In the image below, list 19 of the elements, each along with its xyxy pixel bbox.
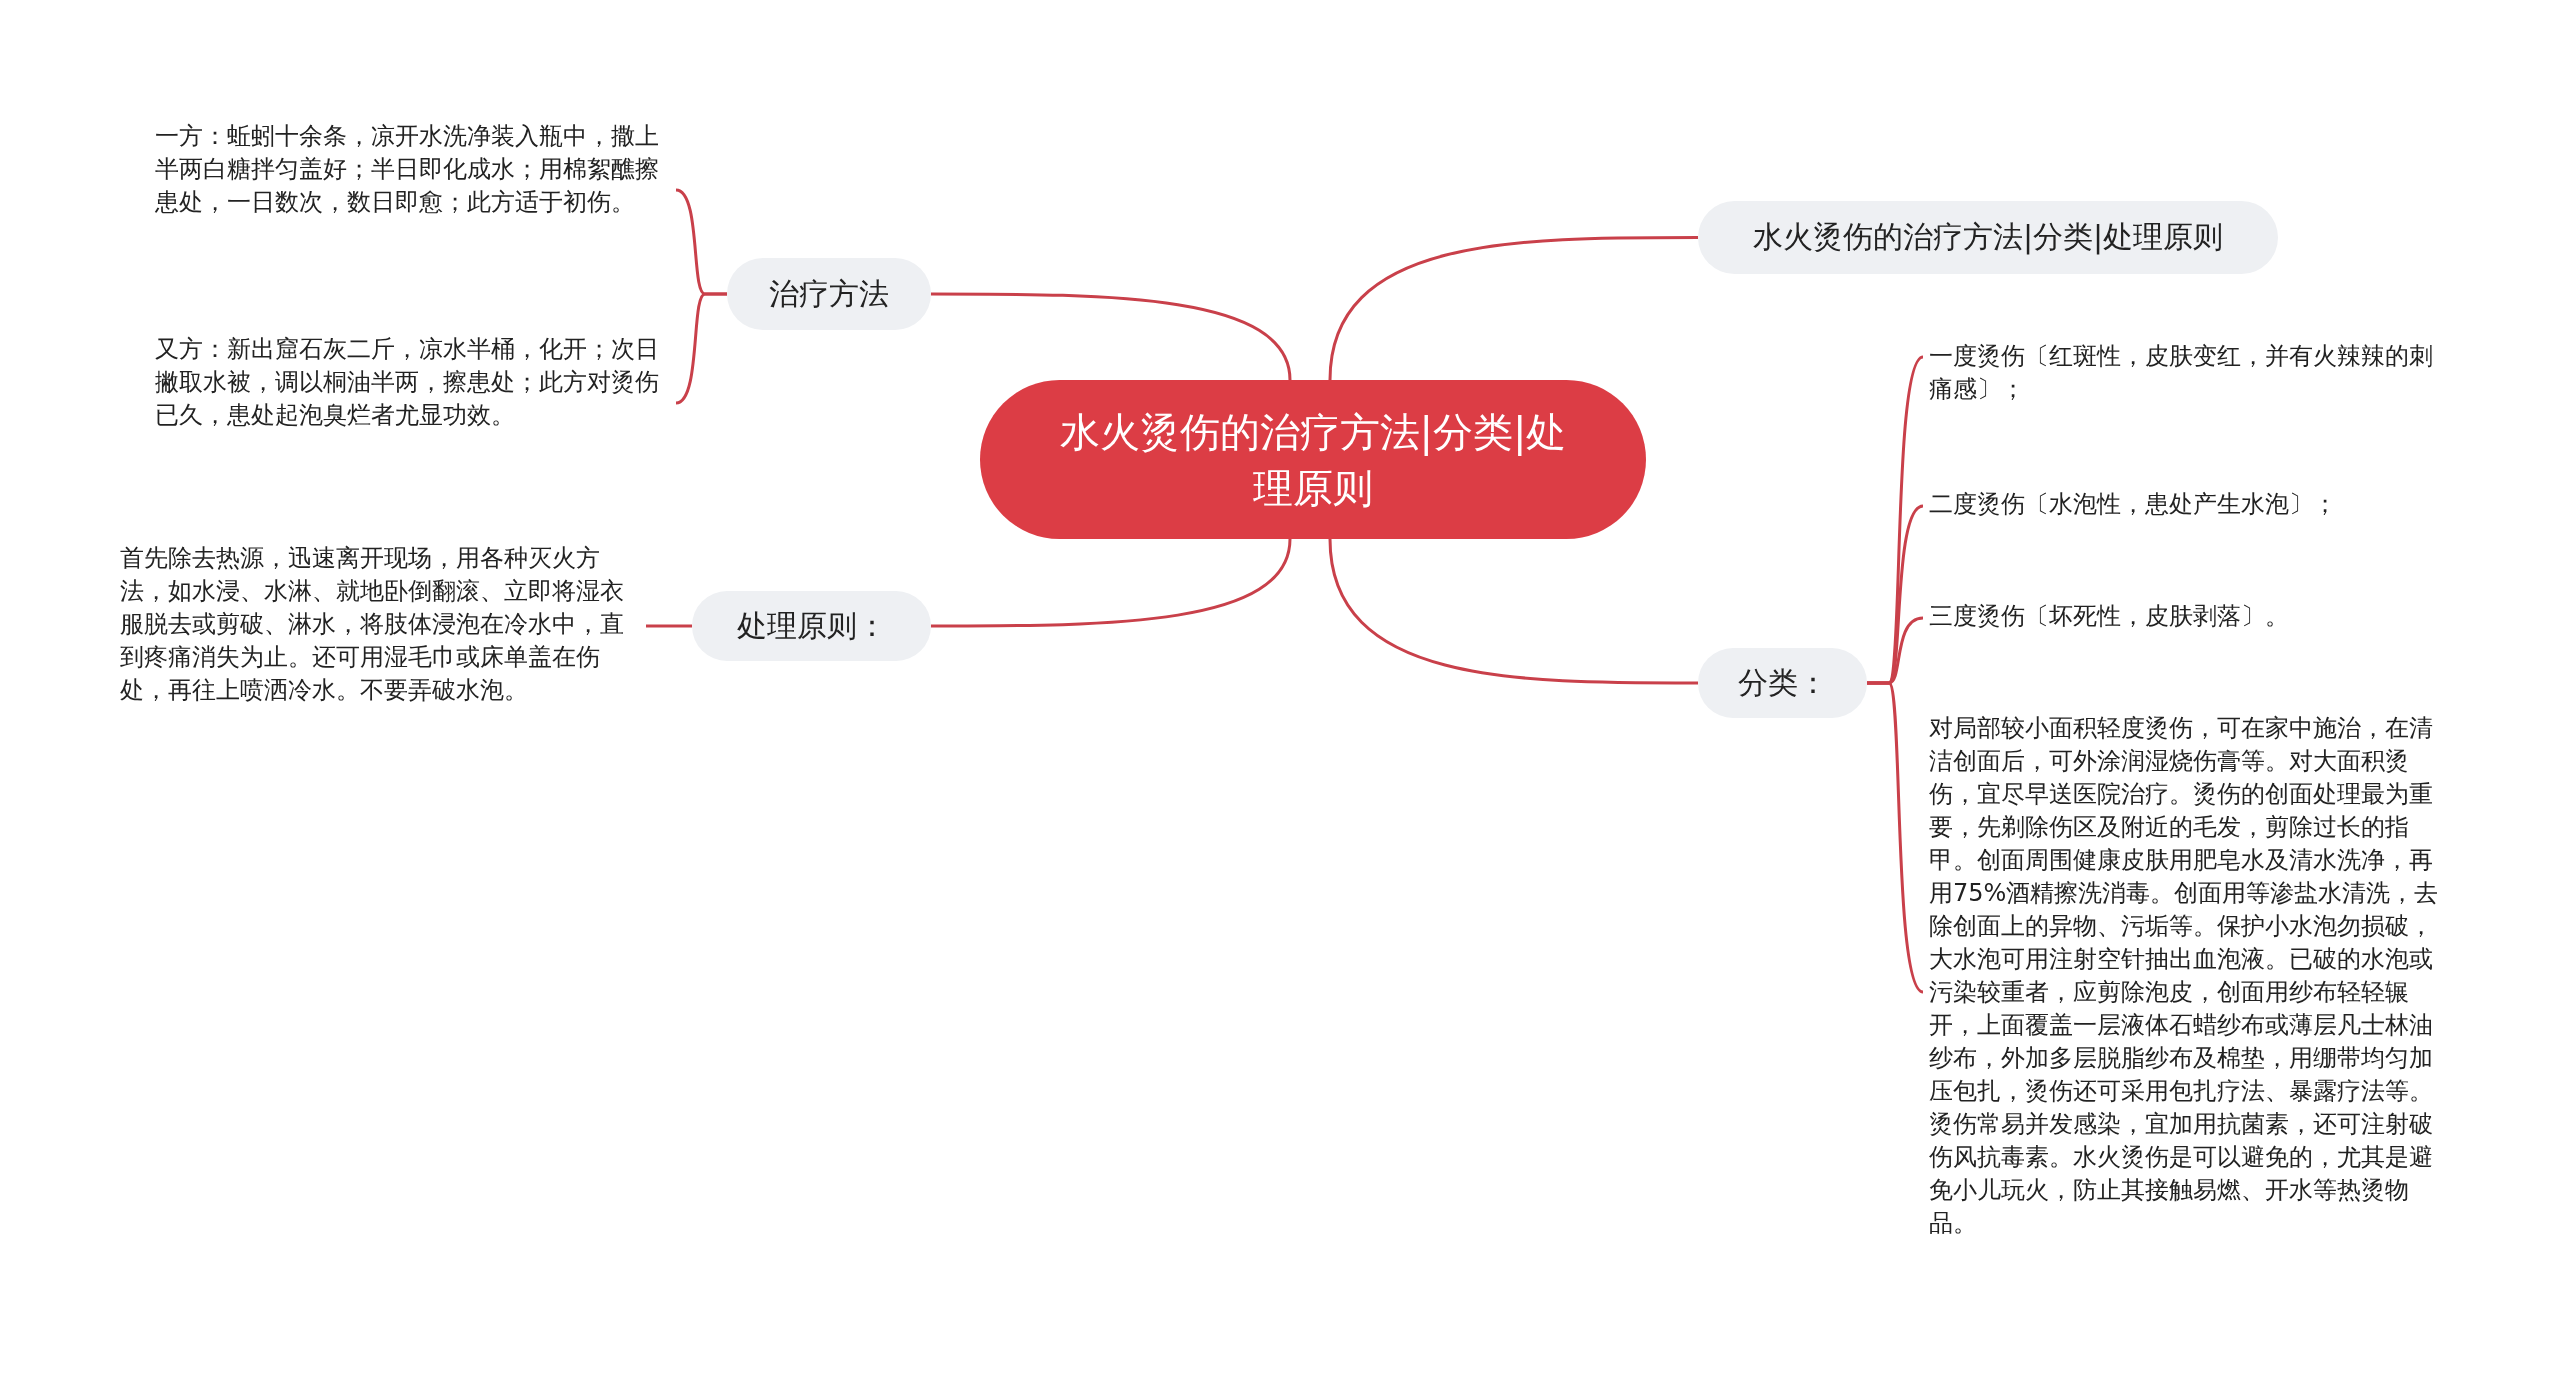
topic-pill: 水火烫伤的治疗方法|分类|处理原则	[1698, 201, 2278, 274]
topic-pill: 处理原则：	[692, 591, 931, 661]
connector-line	[1867, 681, 1924, 994]
topic-pill: 治疗方法	[727, 258, 931, 330]
note-text: 二度烫伤〔水泡性，患处产生水泡〕；	[1929, 488, 2449, 521]
note-text: 对局部较小面积轻度烫伤，可在家中施治，在清洁创面后，可外涂润湿烧伤膏等。对大面积烫伤，宜尽早送医院治疗。烫伤的创面处理最为重要，先剃除伤区及附近的毛发，剪除过长的指甲。创面周围健康皮肤用肥皂水及清水洗净，再用75%酒精擦洗消毒。创面用等渗盐水清洗，去除创面上的异物、污垢等。保护小水泡勿损破，大水泡可用注射空针抽出血泡液。已破的水泡或污染较重者，应剪除泡皮，创面用纱布轻轻辗开，上面覆盖一层液体石蜡纱布或薄层凡士林油纱布，外加多层脱脂纱布及棉垫，用绷带均匀加压包扎，烫伤还可采用包扎疗法、暴露疗法等。烫伤常易并发感染，宜加用抗菌素，还可注射破伤风抗毒素。水火烫伤是可以避免的，尤其是避免小儿玩火，防止其接触易燃、开水等热烫物品。	[1929, 712, 2449, 1240]
note-text: 三度烫伤〔坏死性，皮肤剥落〕。	[1929, 600, 2449, 633]
connector-line	[1328, 538, 1698, 685]
note-text: 一度烫伤〔红斑性，皮肤变红，并有火辣辣的刺痛感〕；	[1929, 340, 2449, 406]
connector-line	[646, 624, 692, 628]
connector-line	[675, 292, 727, 405]
central-topic: 水火烫伤的治疗方法|分类|处理原则	[980, 380, 1646, 539]
note-text: 又方：新出窟石灰二斤，凉水半桶，化开；次日撇取水被，调以桐油半两，擦患处；此方对烫伤已久，患处起泡臭烂者尤显功效。	[155, 333, 670, 432]
note-text: 首先除去热源，迅速离开现场，用各种灭火方法，如水浸、水淋、就地卧倒翻滚、立即将湿衣服脱去或剪破、淋水，将肢体浸泡在冷水中，直到疼痛消失为止。还可用湿毛巾或床单盖在伤处，再往上喷洒冷水。不要弄破水泡。	[120, 542, 640, 707]
connector-line	[931, 292, 1292, 381]
connector-line	[1328, 236, 1698, 381]
topic-pill: 分类：	[1698, 648, 1867, 718]
note-text: 一方：蚯蚓十余条，凉开水洗净装入瓶中，撒上半两白糖拌匀盖好；半日即化成水；用棉絮醮擦患处，一日数次，数日即愈；此方适于初伤。	[155, 120, 670, 219]
connector-line	[931, 538, 1292, 628]
